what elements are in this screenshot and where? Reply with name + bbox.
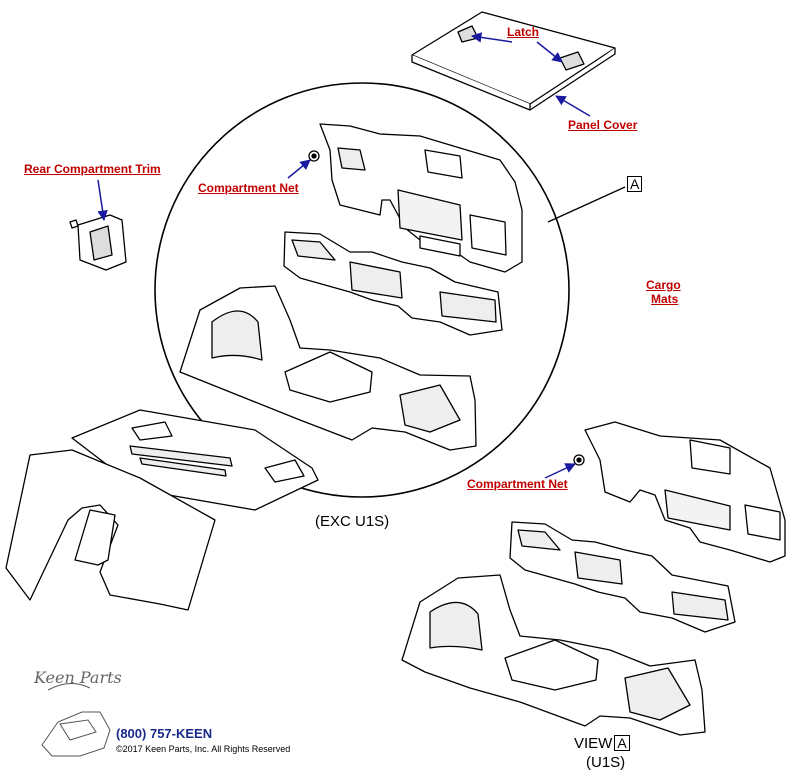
keen-parts-logo-text: Keen Parts: [34, 668, 122, 687]
rear-compartment-trim-part[interactable]: [69, 214, 127, 271]
panel-cover-arrow: [555, 95, 591, 117]
compartment-back-panel-u1s[interactable]: [584, 421, 786, 563]
u1s-caption: (U1S): [586, 754, 626, 771]
cargo-mat-part[interactable]: [5, 409, 319, 611]
cargo-mats-label-line1[interactable]: Cargo: [646, 278, 681, 292]
rear-trim-arrow: [97, 179, 108, 222]
compartment-back-panel-exc[interactable]: [319, 123, 523, 273]
phone-number[interactable]: (800) 757-KEEN: [116, 726, 213, 741]
keen-parts-logo-icon: [41, 683, 111, 757]
compartment-net-label-1[interactable]: Compartment Net: [198, 181, 299, 195]
floor-carpet-exc[interactable]: [179, 285, 477, 451]
panel-cover-part[interactable]: [411, 11, 616, 111]
exc-u1s-caption: (EXC U1S): [315, 513, 390, 530]
compartment-net-arrow-2: [544, 463, 576, 479]
view-prefix: VIEW: [574, 735, 613, 752]
compartment-net-nut-1: [308, 150, 320, 162]
cargo-mats-label-line2[interactable]: Mats: [651, 292, 679, 306]
storage-tray-u1s[interactable]: [509, 521, 736, 633]
compartment-net-label-2[interactable]: Compartment Net: [467, 477, 568, 491]
compartment-net-arrow-1: [287, 159, 311, 179]
ref-leader-line: [547, 186, 626, 223]
panel-cover-label[interactable]: Panel Cover: [568, 118, 638, 132]
ref-callout-box: A: [627, 176, 643, 194]
rear-compartment-trim-label[interactable]: Rear Compartment Trim: [24, 162, 161, 176]
view-box: A: [614, 735, 630, 751]
latch-arrow-1: [470, 32, 513, 43]
detail-circle: [154, 82, 570, 498]
storage-tray-exc[interactable]: [283, 231, 503, 336]
latch-arrow-2: [536, 41, 563, 63]
floor-carpet-u1s[interactable]: [401, 574, 706, 736]
copyright-text: ©2017 Keen Parts, Inc. All Rights Reserv…: [116, 744, 291, 754]
compartment-net-nut-2: [573, 454, 585, 466]
latch-label[interactable]: Latch: [507, 25, 540, 39]
